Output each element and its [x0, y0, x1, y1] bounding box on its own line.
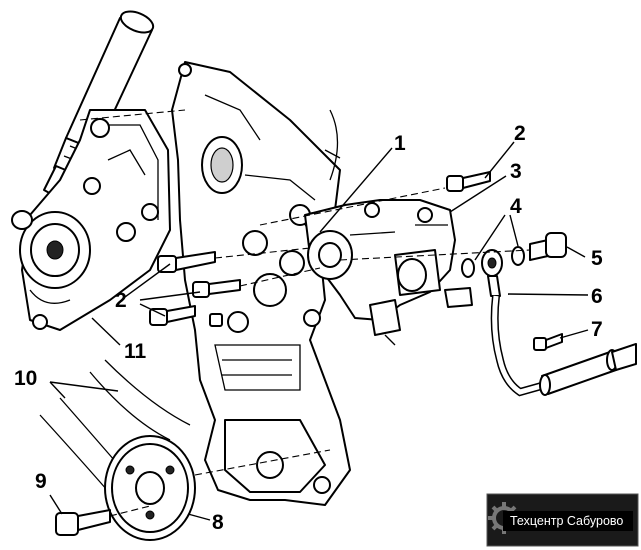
bolt: [192, 279, 241, 298]
watermark-badge: Техцентр Сабурово: [486, 493, 639, 547]
bolt: [149, 305, 196, 326]
pump-pulley: [104, 435, 196, 541]
callout-9: 9: [35, 470, 47, 493]
sealing-washers: [461, 246, 525, 278]
assembly-axis-lines: [79, 109, 531, 517]
power-steering-pump: [304, 199, 473, 346]
callout-3: 3: [510, 160, 522, 183]
bolt: [157, 251, 216, 273]
bolts-group-2: [149, 171, 491, 327]
callout-11: 11: [124, 340, 147, 363]
callout-2-right: 2: [514, 122, 526, 145]
line-bracket-bolt: [533, 333, 563, 351]
callout-2-left: 2: [115, 289, 127, 312]
banjo-bolt: [529, 232, 567, 261]
callout-8: 8: [212, 511, 224, 534]
callout-1: 1: [394, 132, 406, 155]
callout-10: 10: [14, 367, 37, 390]
bolt: [446, 171, 491, 192]
watermark-text: Техцентр Сабурово: [510, 514, 623, 528]
callout-4: 4: [510, 195, 522, 218]
callout-6: 6: [591, 285, 603, 308]
callout-5: 5: [591, 247, 603, 270]
front-cover-bracket: [171, 61, 351, 506]
belt-tensioner-assembly: [11, 109, 171, 331]
pressure-line: [481, 249, 637, 397]
callout-labels: 1 2 2 3 4 5 6 7 8 9 10 11: [14, 122, 603, 534]
pulley-bolt: [55, 509, 111, 536]
leader-lines: [49, 141, 589, 521]
callout-7: 7: [591, 318, 603, 341]
